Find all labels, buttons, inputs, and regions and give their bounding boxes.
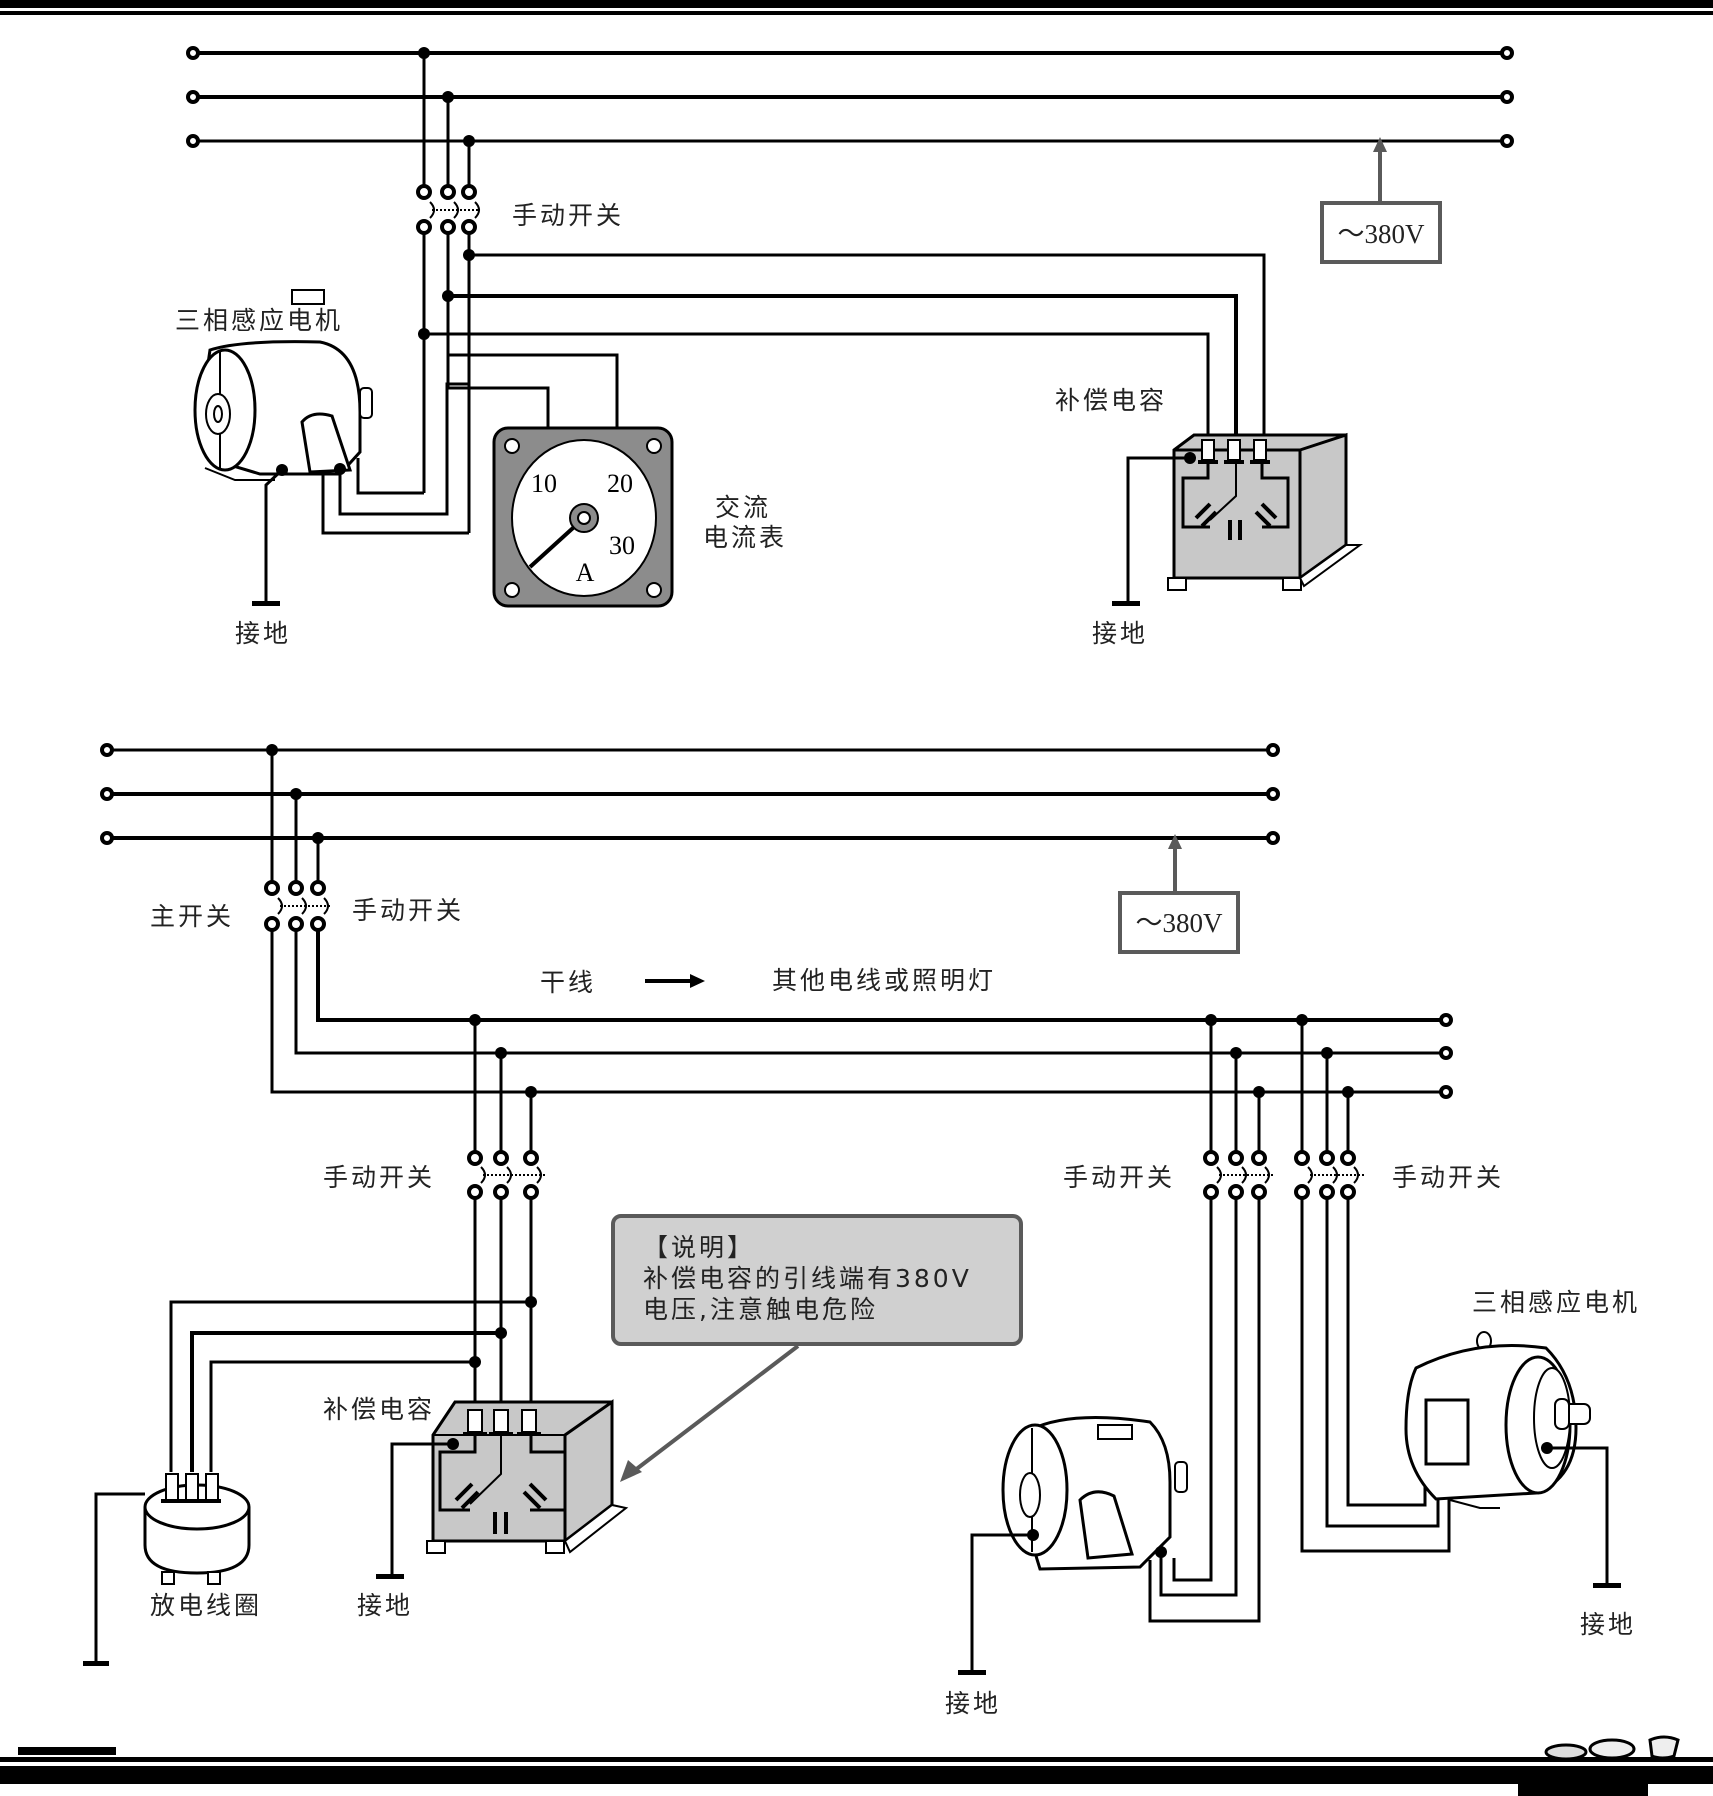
page-mark-right — [1518, 1784, 1648, 1796]
ammeter-scale-20: 20 — [607, 469, 633, 498]
ground-icon — [376, 1574, 404, 1579]
terminal-icon — [1500, 46, 1514, 60]
capacitor-manual-switch[interactable] — [467, 1150, 545, 1200]
ground-icon — [83, 1661, 109, 1666]
three-phase-motor-icon — [1404, 1331, 1591, 1509]
page-mark-left — [18, 1747, 116, 1755]
note-line1: 补偿电容的引线端有380V — [643, 1264, 972, 1293]
motor-label: 三相感应电机 — [175, 306, 343, 335]
trunk-target-label: 其他电线或照明灯 — [772, 966, 996, 995]
terminal-icon — [1500, 90, 1514, 104]
voltage-box — [1320, 201, 1442, 264]
trunk-label: 干线 — [540, 968, 596, 997]
arrow-right-icon — [690, 974, 705, 988]
ammeter-unit: A — [576, 558, 595, 587]
ground-label-motor1: 接地 — [945, 1689, 1001, 1718]
ammeter-label-line1: 交流 — [715, 493, 771, 522]
main-switch-label: 主开关 — [150, 902, 234, 931]
terminal-icon — [186, 46, 200, 60]
three-phase-motor-icon — [193, 289, 373, 481]
ground-label-left: 接地 — [235, 619, 291, 648]
motor1-manual-switch[interactable] — [1203, 1150, 1273, 1200]
top-manual-switch[interactable] — [416, 184, 480, 235]
cap-switch-label: 手动开关 — [323, 1163, 435, 1192]
discharge-coil-label: 放电线圈 — [150, 1591, 262, 1620]
ground-label-right: 接地 — [1092, 619, 1148, 648]
bottom-border-bar — [0, 1766, 1713, 1784]
capacitor-label: 补偿电容 — [1055, 386, 1167, 415]
arrow-up-icon — [1168, 834, 1182, 849]
bottom-voltage-label: ～380V — [1136, 908, 1224, 938]
motor2-switch-label: 手动开关 — [1392, 1163, 1504, 1192]
ammeter-label-line2: 电流表 — [703, 523, 787, 552]
ground-icon — [1112, 601, 1140, 606]
top-diagram: 手动开关 ～380V 三相感应电机 — [175, 46, 1514, 648]
top-border-line — [0, 11, 1713, 15]
motor2-manual-switch[interactable] — [1294, 1150, 1364, 1200]
arrow-down-left-icon — [620, 1460, 642, 1482]
top-switch-label: 手动开关 — [512, 201, 624, 230]
bottom-diagram: 主开关 手动开关 ～380V 干线 其他电线或照明灯 手动开关 — [83, 743, 1640, 1718]
ground-label-cap: 接地 — [357, 1591, 413, 1620]
ground-icon — [1593, 1583, 1621, 1588]
discharge-coil-icon — [143, 1473, 251, 1585]
main-manual-switch[interactable] — [264, 880, 330, 932]
terminal-icon — [186, 90, 200, 104]
terminal-icon — [186, 134, 200, 148]
voltage-label: ～380V — [1338, 219, 1426, 249]
ground-label-motor2: 接地 — [1580, 1610, 1636, 1639]
arrow-up-icon — [1373, 137, 1387, 152]
ammeter-scale-30: 30 — [609, 531, 635, 560]
motor1-switch-label: 手动开关 — [1063, 1163, 1175, 1192]
top-bus-lines — [186, 46, 1514, 148]
note-title: 【说明】 — [643, 1233, 755, 1262]
motor2-label: 三相感应电机 — [1472, 1288, 1640, 1317]
decorative-stones-icon — [1544, 1735, 1680, 1761]
bottom-capacitor-label: 补偿电容 — [323, 1395, 435, 1424]
capacitor-icon — [1167, 432, 1364, 591]
terminal-icon — [1500, 134, 1514, 148]
main-manual-switch-label: 手动开关 — [352, 896, 464, 925]
note-line2: 电压,注意触电危险 — [643, 1295, 878, 1324]
three-phase-motor-icon — [1001, 1416, 1188, 1571]
ground-icon — [958, 1670, 986, 1675]
warning-note — [611, 1214, 1023, 1482]
capacitor-icon — [426, 1399, 629, 1554]
ground-icon — [252, 601, 280, 606]
voltage-box — [1118, 891, 1240, 954]
ammeter-icon — [492, 426, 674, 608]
bottom-border-line — [0, 1757, 1713, 1762]
ammeter-scale-10: 10 — [531, 469, 557, 498]
top-border-bar — [0, 0, 1713, 8]
